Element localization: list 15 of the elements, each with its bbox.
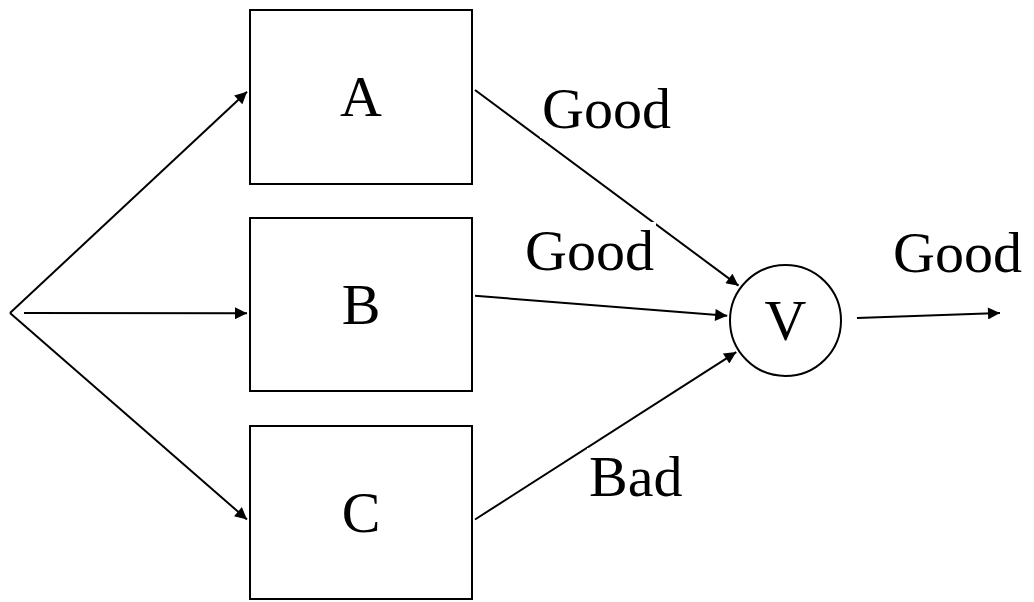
process-box [249, 217, 473, 392]
process-box [249, 425, 473, 600]
process-box [249, 9, 473, 185]
arrow [474, 88, 740, 287]
node-label: A [340, 68, 382, 126]
arrow [474, 351, 738, 521]
arrow [9, 312, 248, 521]
node-label: V [764, 291, 807, 350]
arrow [474, 294, 729, 321]
arrow [855, 307, 1001, 320]
node-label: B [341, 275, 381, 334]
node-label: C [341, 483, 381, 542]
arrow [9, 90, 248, 314]
arrow [23, 307, 248, 320]
voter-circle [729, 264, 842, 377]
